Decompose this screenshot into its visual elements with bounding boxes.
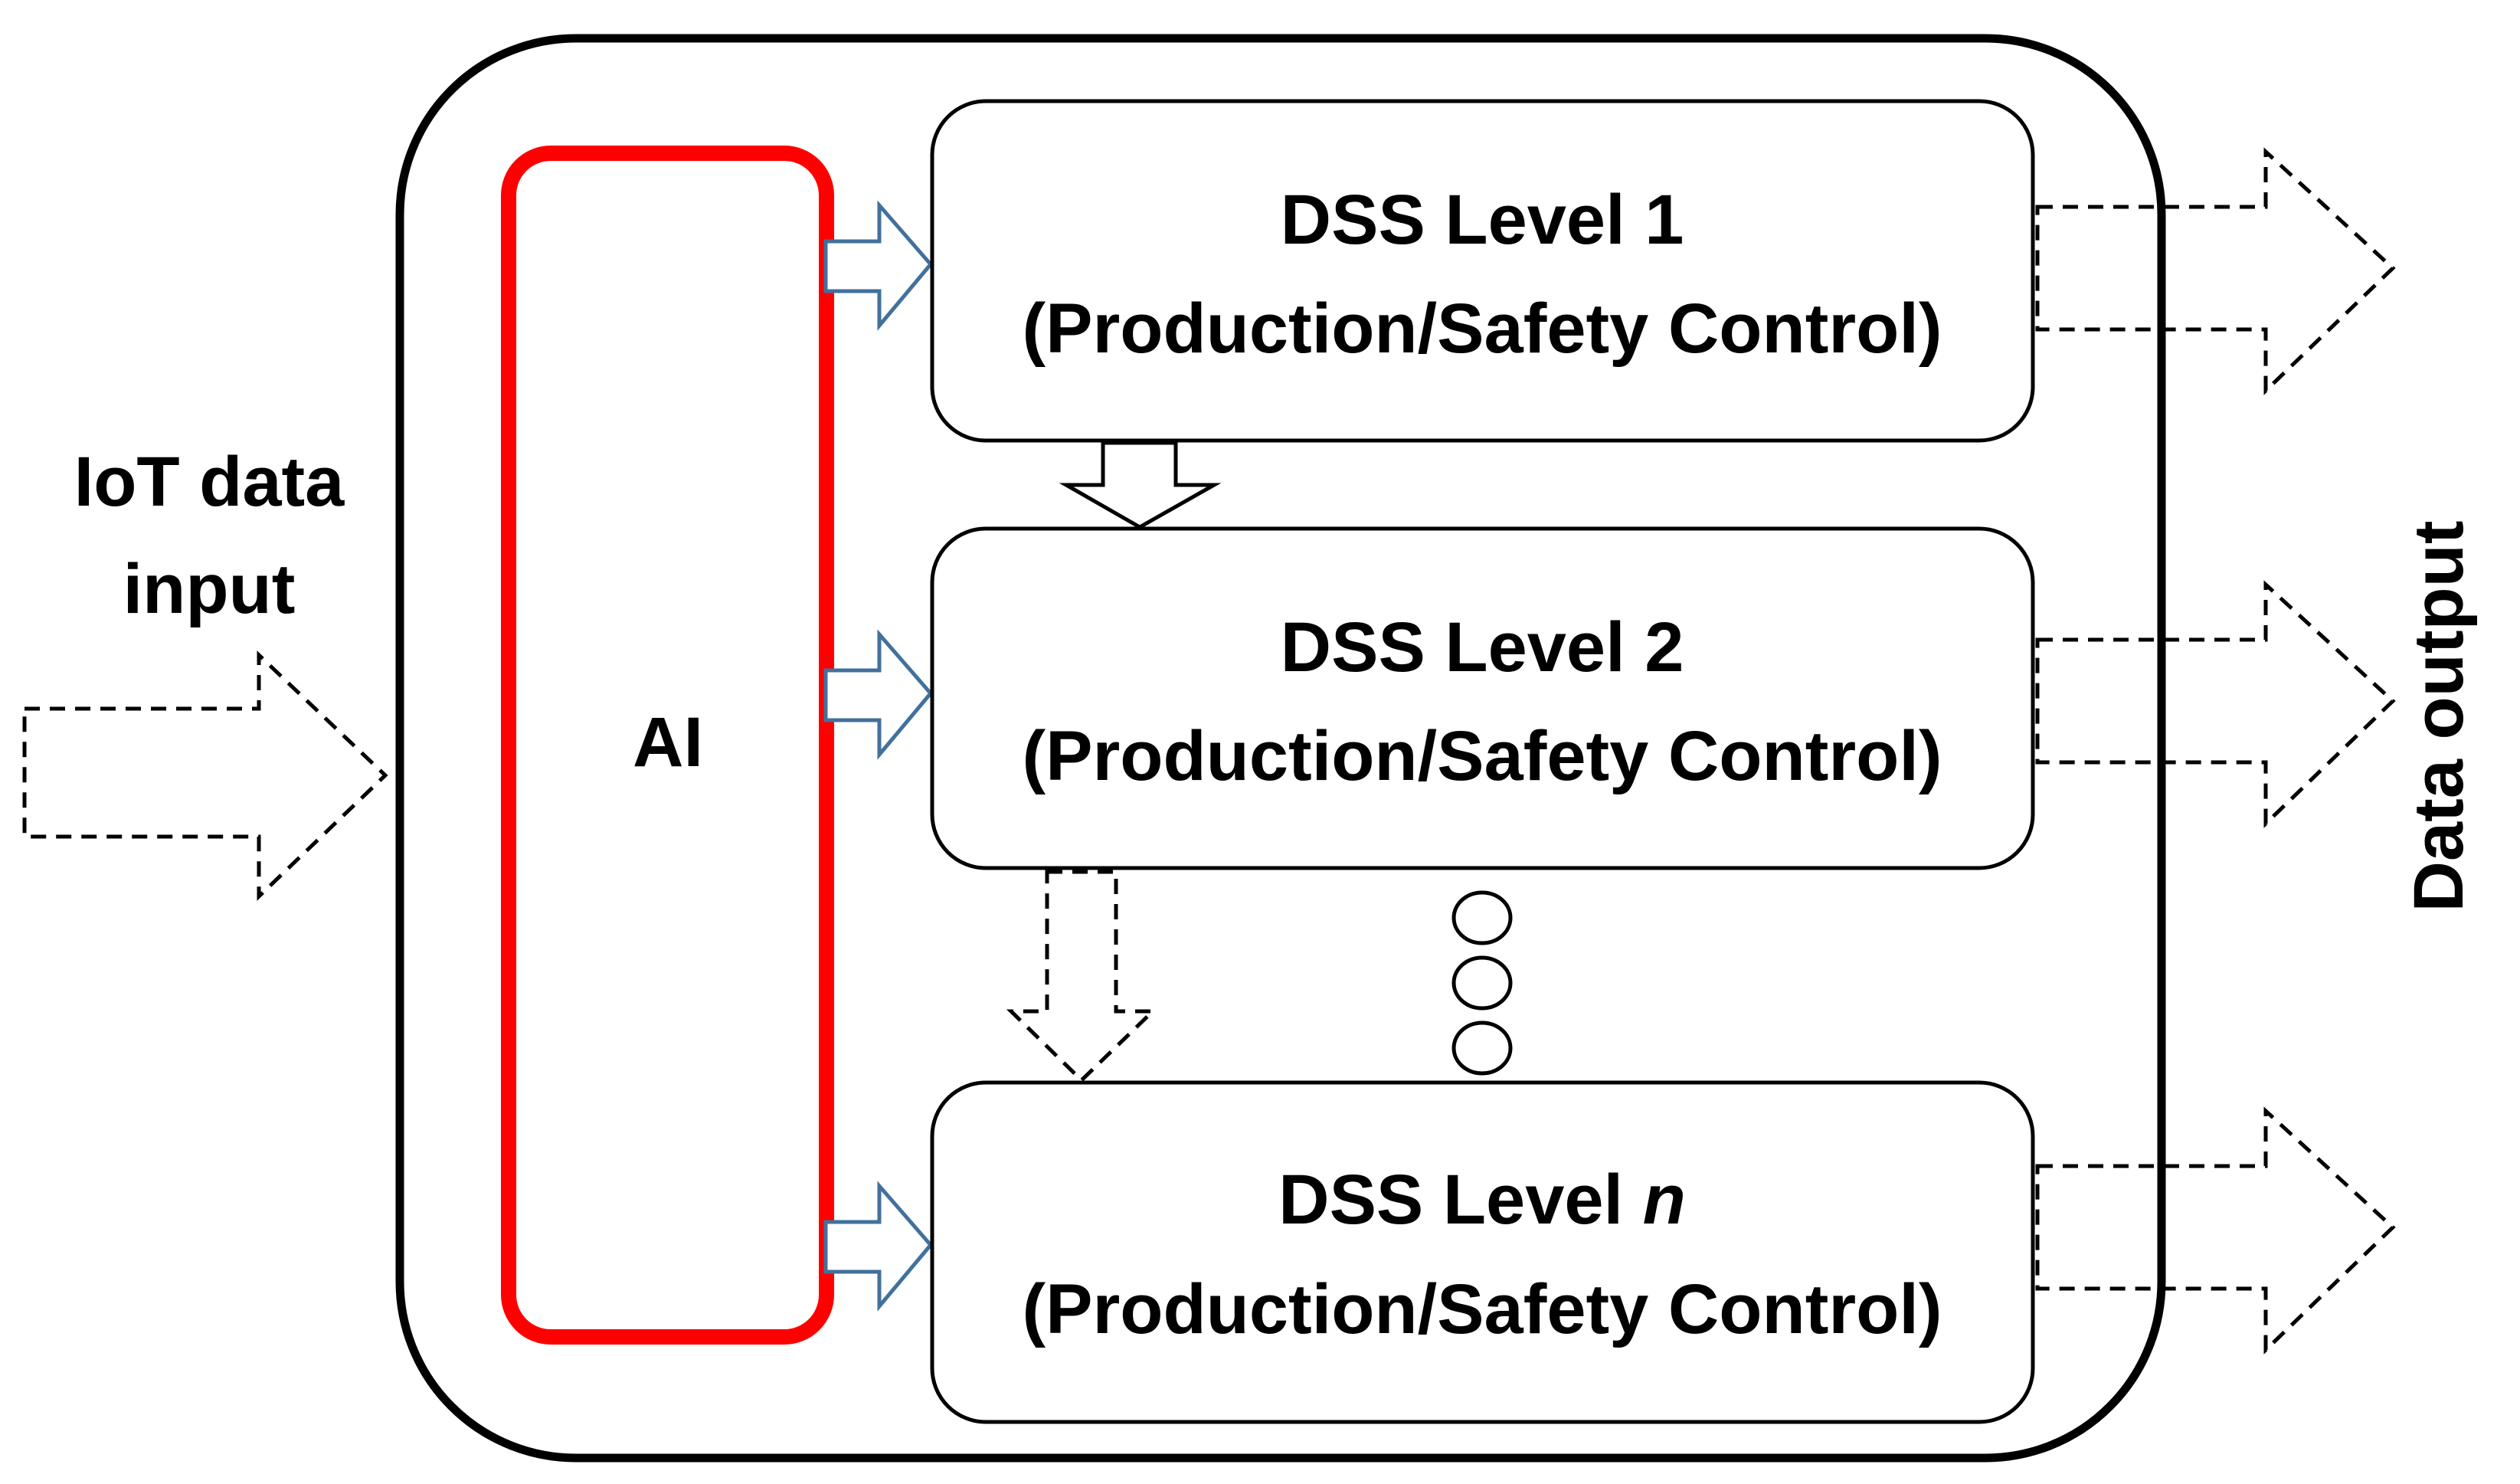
dss-level-2-title: DSS Level 2 — [1281, 608, 1684, 686]
dss-level-1-subtitle: (Production/Safety Control) — [1022, 290, 1942, 368]
dss-level-2-subtitle: (Production/Safety Control) — [1022, 717, 1942, 795]
ai-to-level2-arrow-icon — [823, 629, 934, 760]
ai-label: AI — [633, 703, 703, 781]
dss-level-1-box — [930, 99, 2035, 443]
dss-level-n-index: n — [1643, 1161, 1686, 1239]
ai-to-level1-arrow-icon — [823, 200, 934, 331]
output-arrow-leveln-icon — [2035, 1106, 2396, 1355]
ai-block — [501, 146, 834, 1345]
ai-to-leveln-arrow-icon — [823, 1181, 934, 1312]
dss-level-n-box — [930, 1080, 2035, 1424]
input-label-line2: input — [123, 550, 296, 628]
dss-level-n-subtitle: (Production/Safety Control) — [1022, 1270, 1942, 1348]
dss-level-n-title: DSS Level n — [1278, 1161, 1686, 1239]
output-arrow-level2-icon — [2035, 580, 2396, 828]
dss-level-1-title: DSS Level 1 — [1281, 181, 1684, 259]
system-container — [395, 34, 2166, 1463]
ellipsis-circles-icon — [1451, 890, 1513, 1076]
level2-to-leveln-arrow-icon — [1006, 870, 1158, 1083]
dss-level-2-box — [930, 526, 2035, 870]
input-arrow-icon — [22, 650, 388, 901]
input-label-line1: IoT data — [74, 443, 345, 521]
output-arrow-level1-icon — [2035, 147, 2396, 395]
output-label: Data output — [2400, 520, 2478, 912]
level1-to-level2-arrow-icon — [1059, 441, 1222, 529]
